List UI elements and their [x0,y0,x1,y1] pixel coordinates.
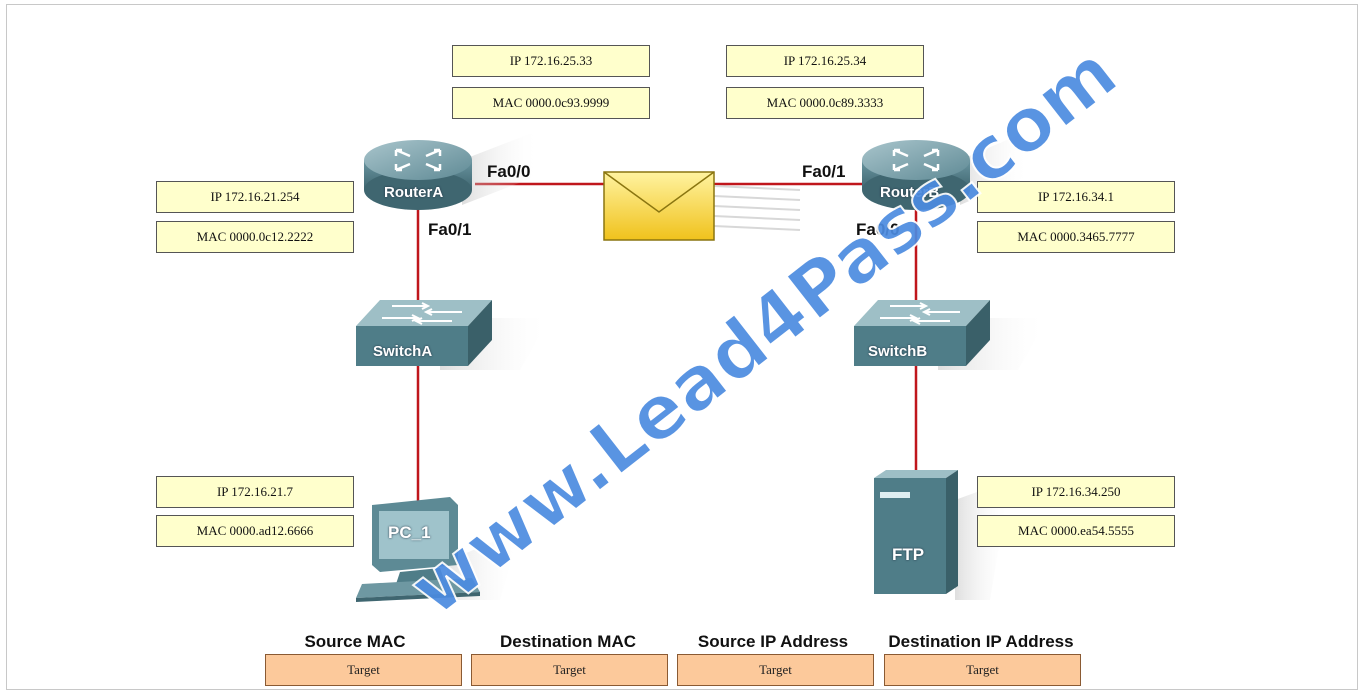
target-destination-ip[interactable]: Target [884,654,1081,686]
header-destination-mac: Destination MAC [500,632,636,651]
pc-icon[interactable] [356,497,520,602]
ftp-server-icon[interactable] [874,470,1010,600]
router-a-fa01-label: Fa0/1 [428,220,472,239]
router-a-fa01-ip: IP 172.16.21.254 [156,181,354,213]
switch-a-label: SwitchA [373,343,433,360]
router-b-fa01-label: Fa0/1 [802,162,846,181]
router-b-fa00-ip: IP 172.16.34.1 [977,181,1175,213]
ftp-ip: IP 172.16.34.250 [977,476,1175,508]
diagram-frame [6,4,1358,690]
target-source-ip[interactable]: Target [677,654,874,686]
router-a-fa00-mac: MAC 0000.0c93.9999 [452,87,650,119]
target-source-mac[interactable]: Target [265,654,462,686]
pc-mac: MAC 0000.ad12.6666 [156,515,354,547]
router-a-fa00-ip: IP 172.16.25.33 [452,45,650,77]
router-b-fa01-ip: IP 172.16.25.34 [726,45,924,77]
router-a-fa01-mac: MAC 0000.0c12.2222 [156,221,354,253]
header-source-ip: Source IP Address [697,632,849,651]
header-source-mac: Source MAC [304,632,406,651]
switch-b-label: SwitchB [868,343,928,360]
switch-b-icon[interactable] [854,300,1048,370]
router-b-fa00-label: Fa0/0 [856,220,900,239]
pc-label: PC_1 [388,523,431,542]
target-destination-mac[interactable]: Target [471,654,668,686]
router-a-icon[interactable] [364,130,540,210]
router-a-fa00-label: Fa0/0 [487,162,531,181]
router-a-label: RouterA [384,184,444,201]
ftp-label: FTP [892,545,925,564]
ftp-mac: MAC 0000.ea54.5555 [977,515,1175,547]
packet-envelope-icon [603,171,801,241]
switch-a-icon[interactable] [356,300,550,370]
header-destination-ip: Destination IP Address [888,632,1074,651]
router-b-label: RouterB [880,184,940,201]
pc-ip: IP 172.16.21.7 [156,476,354,508]
router-b-fa01-mac: MAC 0000.0c89.3333 [726,87,924,119]
router-b-fa00-mac: MAC 0000.3465.7777 [977,221,1175,253]
